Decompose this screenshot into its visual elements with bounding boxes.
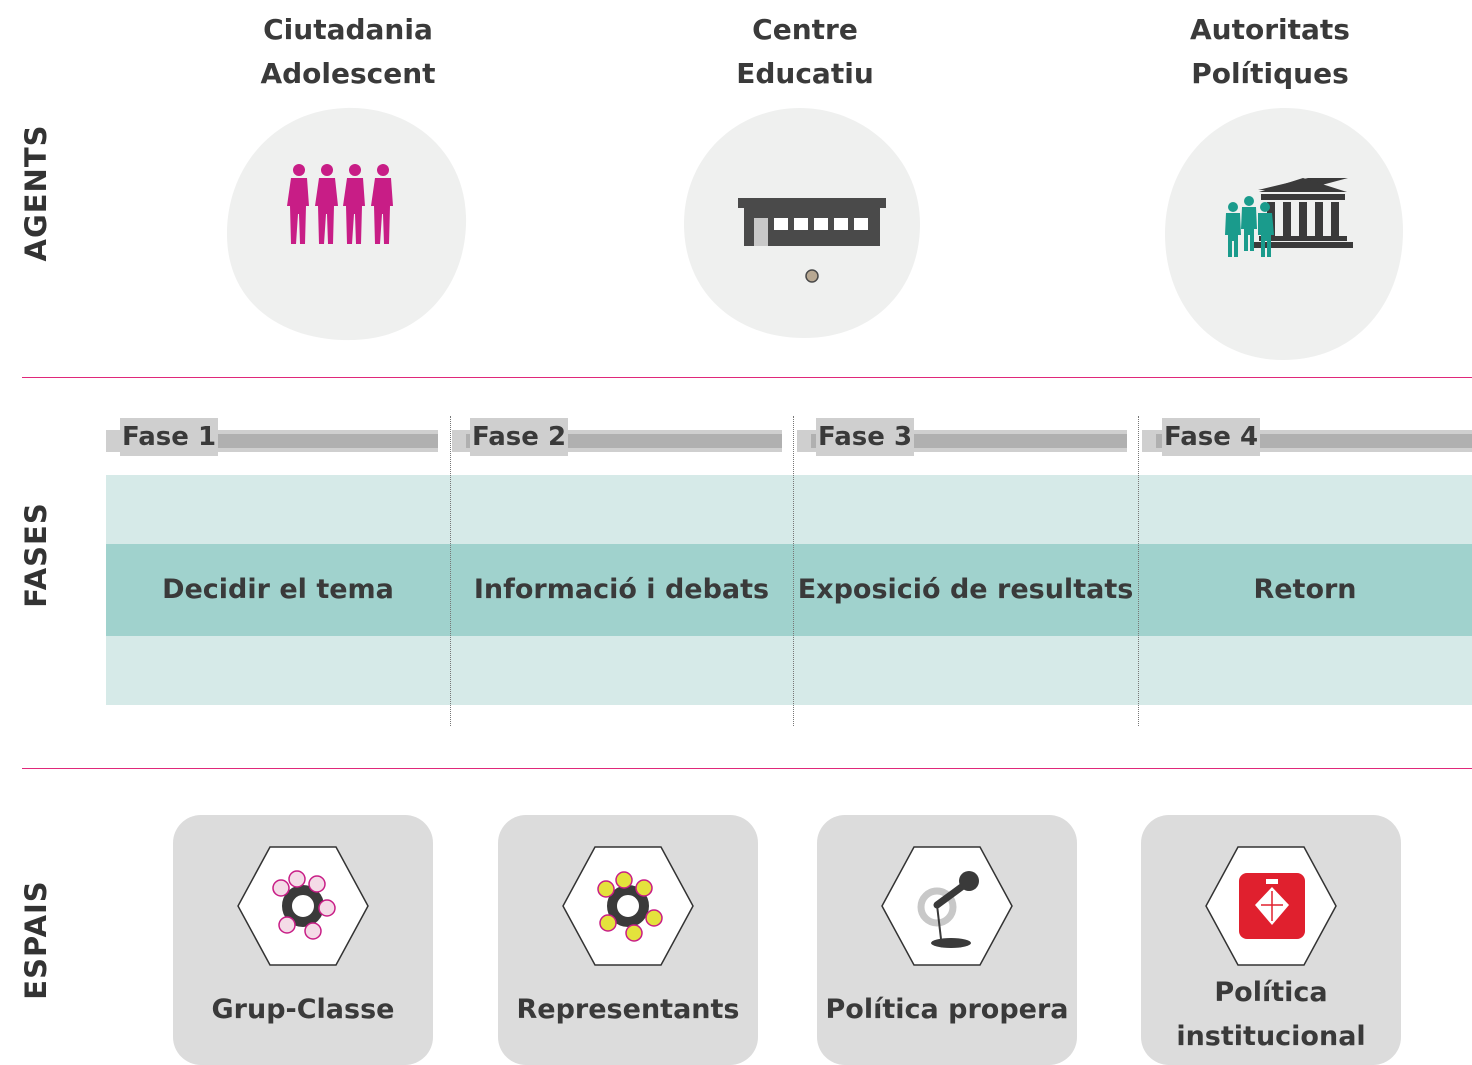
space-card-representatives: Representants	[498, 815, 758, 1065]
phase-name: Decidir el tema	[162, 574, 394, 605]
phase-divider	[450, 416, 451, 726]
section-divider-fases	[22, 768, 1472, 769]
representatives-circle-icon	[562, 846, 694, 966]
space-card-nearby-politics: Política propera	[817, 815, 1077, 1065]
section-divider-agents	[22, 377, 1472, 378]
microphone-icon	[881, 846, 1013, 966]
section-label-fases: FASES	[19, 502, 53, 608]
phase-name: Informació i debats	[473, 574, 770, 605]
phases-band-bottom	[106, 636, 1472, 705]
phase-label: Fase 2	[470, 418, 569, 456]
space-card-group-class: Grup-Classe	[173, 815, 433, 1065]
space-label: Representants	[516, 994, 740, 1025]
phase-label: Fase 4	[1162, 418, 1261, 456]
group-circle-icon	[237, 846, 369, 966]
phase-name: Retorn	[1253, 574, 1357, 605]
section-label-agents: AGENTS	[19, 124, 53, 262]
space-card-institutional-politics: Política institucional	[1141, 815, 1401, 1065]
phases-band-main	[106, 544, 1472, 636]
phase-label: Fase 3	[816, 418, 915, 456]
space-label: Política	[1214, 977, 1328, 1008]
space-label: Política propera	[825, 994, 1069, 1025]
phase-name: Exposició de resultats	[797, 574, 1134, 605]
phase-label: Fase 1	[120, 418, 219, 456]
phase-divider	[793, 416, 794, 726]
teenagers-icon	[226, 107, 467, 341]
school-building-icon	[684, 108, 920, 338]
space-label: institucional	[1176, 1021, 1366, 1052]
city-council-emblem-icon	[1205, 846, 1337, 966]
government-building-icon	[1165, 108, 1403, 360]
phases-band-top	[106, 475, 1472, 544]
section-label-espais: ESPAIS	[19, 880, 53, 1000]
phase-divider	[1138, 416, 1139, 726]
space-label: Grup-Classe	[211, 994, 395, 1025]
